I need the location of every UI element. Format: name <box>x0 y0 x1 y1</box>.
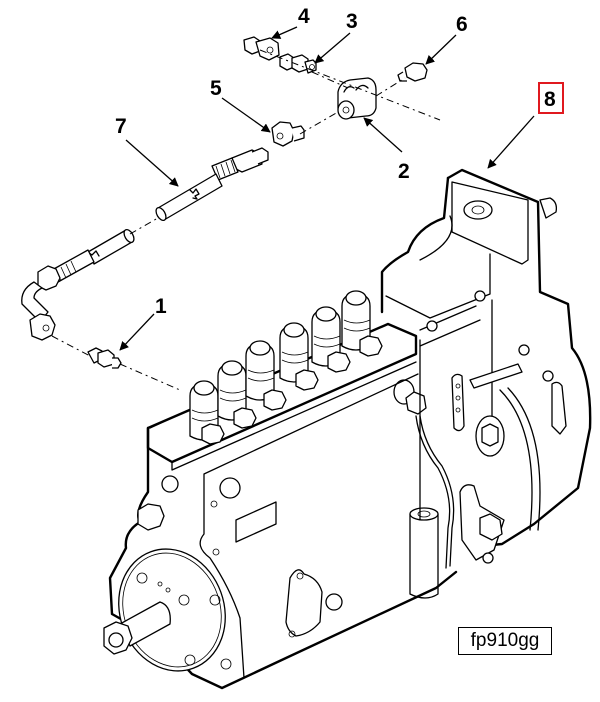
callout-leaders <box>119 26 535 351</box>
part-7-fuel-line[interactable] <box>21 147 269 341</box>
alignment-lines <box>51 49 441 391</box>
part-4-adapter-fitting[interactable] <box>243 36 280 61</box>
callout-8-highlight <box>538 82 564 114</box>
part-5-nut[interactable] <box>271 121 305 147</box>
callout-8[interactable]: 8 <box>544 88 556 111</box>
callout-2[interactable]: 2 <box>398 160 410 183</box>
pump-housing <box>103 339 458 690</box>
part-6-plug[interactable] <box>397 62 428 82</box>
callout-1[interactable]: 1 <box>155 295 167 318</box>
figure-id-label: fp910gg <box>458 627 552 655</box>
callout-7[interactable]: 7 <box>115 115 127 138</box>
part-8-injection-pump[interactable] <box>380 168 592 599</box>
callout-3[interactable]: 3 <box>346 10 358 33</box>
callout-5[interactable]: 5 <box>210 77 222 100</box>
callout-4[interactable]: 4 <box>298 5 310 28</box>
callout-6[interactable]: 6 <box>456 13 468 36</box>
part-1-fitting[interactable] <box>87 347 122 369</box>
delivery-valve-holders <box>189 290 383 445</box>
part-2-banjo-connector[interactable] <box>337 77 377 120</box>
